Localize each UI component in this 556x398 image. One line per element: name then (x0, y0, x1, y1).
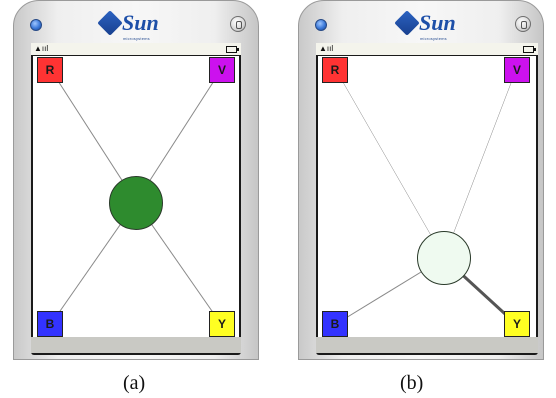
logo-sub: microsystems (420, 36, 447, 41)
logo-brand: Sun (419, 10, 456, 35)
corner-b[interactable]: B (37, 311, 63, 337)
screen: ▲ııl R V B Y (316, 43, 538, 355)
sun-diamond-icon (394, 10, 420, 36)
corner-label: V (217, 63, 226, 77)
sun-logo: Sun microsystems (394, 10, 456, 41)
soft-key-bar (316, 337, 538, 353)
center-circle[interactable] (417, 231, 471, 285)
display-canvas[interactable]: R V B Y (33, 56, 239, 337)
corner-label: B (330, 317, 340, 331)
battery-icon (523, 46, 536, 53)
led-indicator-icon (315, 19, 327, 31)
signal-icon: ▲ııl (319, 44, 334, 53)
sun-logo: Sun microsystems (97, 10, 159, 41)
sun-diamond-icon (97, 10, 123, 36)
corner-y[interactable]: Y (209, 311, 235, 337)
power-button[interactable] (515, 16, 531, 32)
signal-icon: ▲ııl (34, 44, 49, 53)
soft-key-bar (31, 337, 241, 353)
logo-brand: Sun (122, 10, 159, 35)
connector-r (335, 69, 445, 259)
corner-v[interactable]: V (209, 57, 235, 83)
status-bar: ▲ııl (31, 43, 241, 55)
corner-label: B (45, 317, 55, 331)
corner-r[interactable]: R (322, 57, 348, 83)
connector-lines (335, 69, 518, 326)
corner-y[interactable]: Y (504, 311, 530, 337)
led-indicator-icon (30, 19, 42, 31)
corner-label: Y (217, 317, 226, 331)
corner-b[interactable]: B (322, 311, 348, 337)
status-bar: ▲ııl (316, 43, 538, 55)
caption-b: (b) (400, 372, 424, 394)
logo-sub: microsystems (123, 36, 150, 41)
corner-v[interactable]: V (504, 57, 530, 83)
corner-label: R (330, 63, 340, 77)
corner-label: Y (512, 317, 521, 331)
phone-b: Sun microsystems ▲ııl R V B Y (b) (298, 0, 544, 394)
corner-label: R (45, 63, 55, 77)
center-circle[interactable] (109, 176, 163, 230)
screen: ▲ııl R V B Y (31, 43, 241, 355)
corner-r[interactable]: R (37, 57, 63, 83)
power-button[interactable] (230, 16, 246, 32)
connector-v (443, 69, 517, 259)
phone-a: Sun microsystems ▲ııl R V B Y (a) (13, 0, 259, 394)
battery-icon (226, 46, 239, 53)
corner-label: V (512, 63, 521, 77)
display-canvas[interactable]: R V B Y (318, 56, 536, 337)
caption-a: (a) (123, 372, 146, 394)
